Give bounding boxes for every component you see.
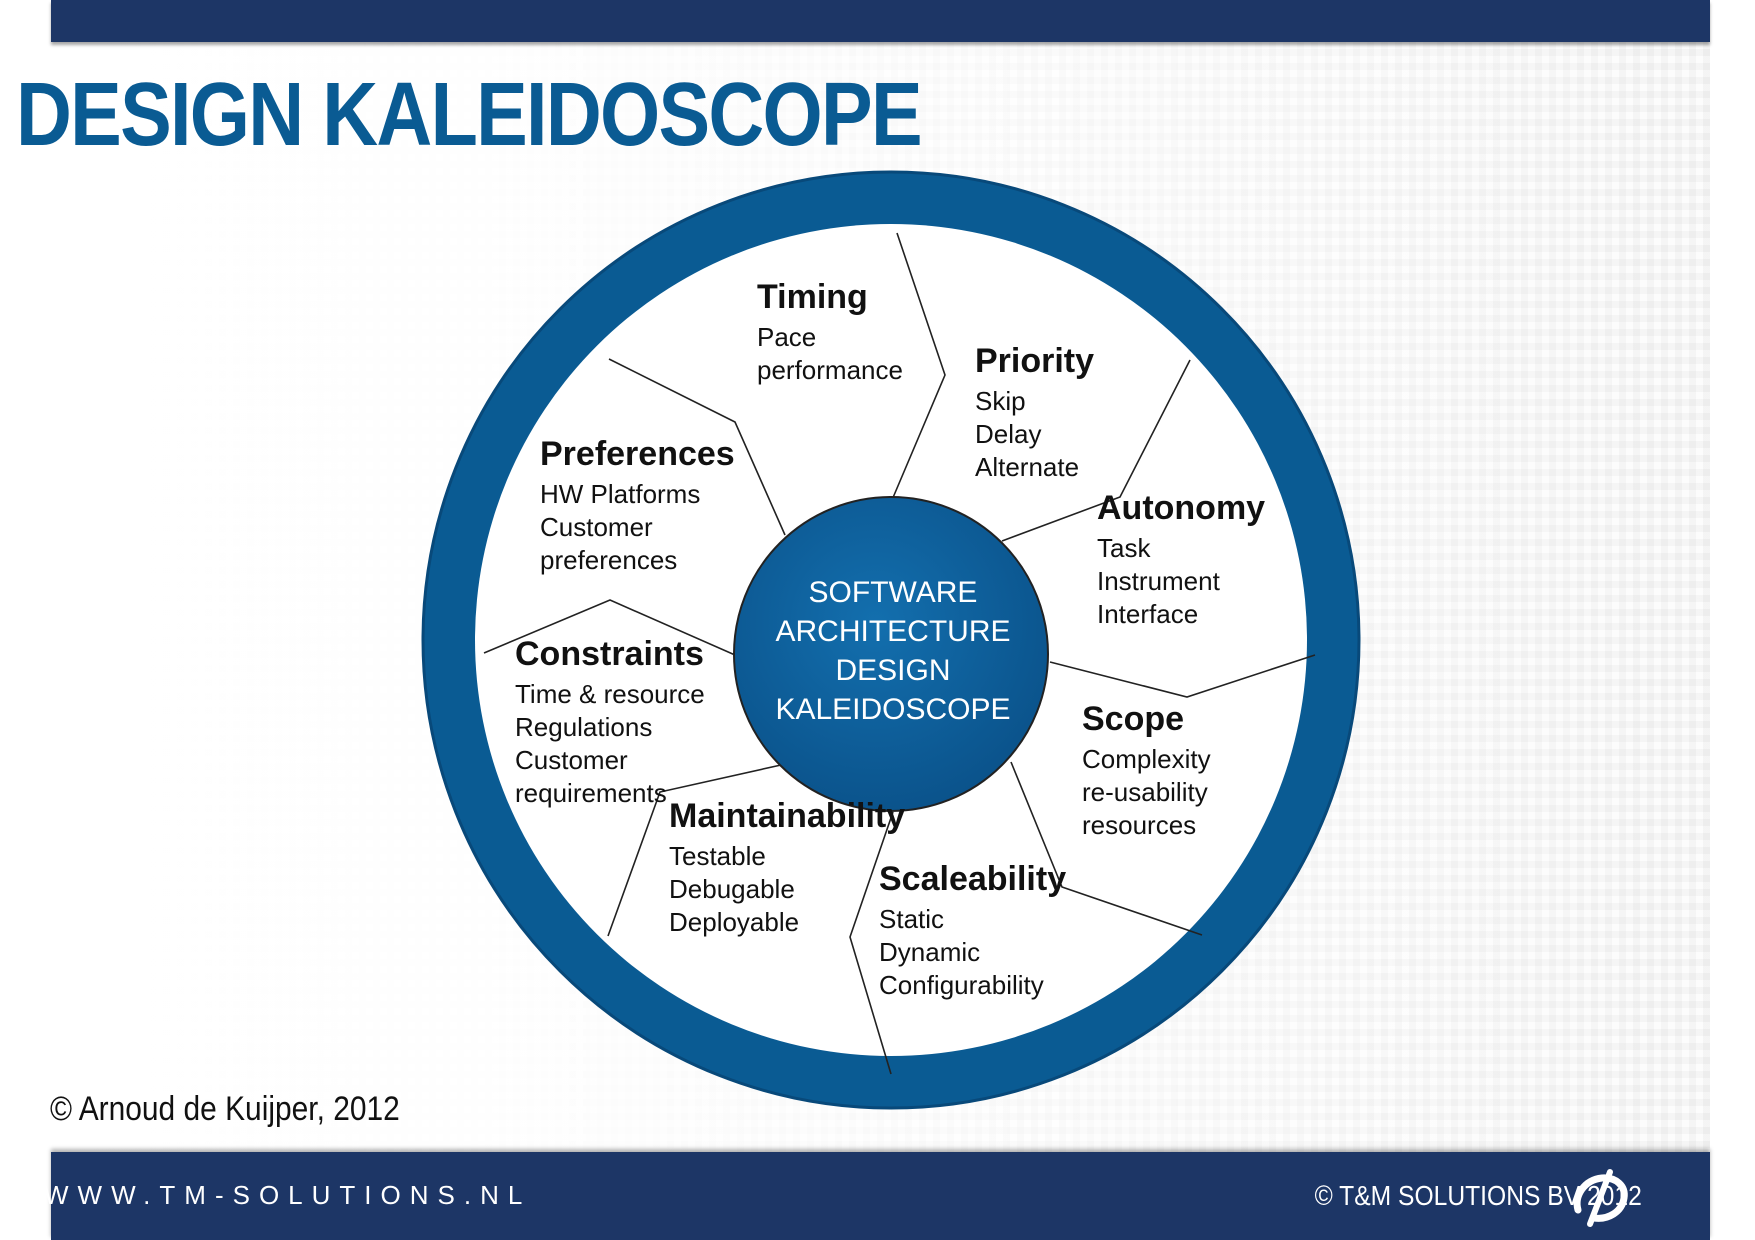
segment-item: re-usability bbox=[1082, 777, 1208, 807]
segment-title: Scaleability bbox=[879, 860, 1066, 898]
segment-item: Configurability bbox=[879, 970, 1044, 1000]
divider-line bbox=[608, 358, 786, 536]
segment-item: Pace bbox=[757, 322, 816, 352]
divider-line bbox=[1010, 761, 1203, 936]
segment-item: Task bbox=[1097, 533, 1151, 563]
segment-item: Complexity bbox=[1082, 744, 1211, 774]
segment-title: Priority bbox=[975, 342, 1094, 380]
segment-item: Customer bbox=[515, 745, 628, 775]
center-circle bbox=[733, 496, 1049, 812]
center-line: KALEIDOSCOPE bbox=[775, 693, 1010, 726]
bottom-bar bbox=[51, 1152, 1710, 1240]
divider-line bbox=[891, 232, 946, 501]
segment-title: Maintainability bbox=[669, 797, 905, 835]
segment-item: HW Platforms bbox=[540, 479, 700, 509]
divider-line bbox=[607, 764, 782, 937]
segment-title: Constraints bbox=[515, 635, 704, 673]
segment-item: Alternate bbox=[975, 452, 1079, 482]
segment-item: preferences bbox=[540, 545, 677, 575]
segment-item: Instrument bbox=[1097, 566, 1221, 596]
center-label: SOFTWARE ARCHITECTURE DESIGN KALEIDOSCOP… bbox=[775, 576, 1010, 726]
segment-title: Autonomy bbox=[1097, 489, 1265, 527]
center-line: ARCHITECTURE bbox=[775, 615, 1010, 648]
center-line: SOFTWARE bbox=[809, 576, 978, 609]
page-title: DESIGN KALEIDOSCOPE bbox=[16, 65, 923, 165]
segment-item: requirements bbox=[515, 778, 667, 808]
segment-preferences: Preferences HW PlatformsCustomerpreferenc… bbox=[540, 435, 735, 575]
segment-item: resources bbox=[1082, 810, 1196, 840]
divider-line bbox=[849, 811, 894, 1075]
segment-item: Time & resource bbox=[515, 679, 705, 709]
segment-item: Skip bbox=[975, 386, 1026, 416]
segment-title: Timing bbox=[757, 278, 868, 316]
segment-item: Customer bbox=[540, 512, 653, 542]
segment-item: Static bbox=[879, 904, 944, 934]
segment-item: Interface bbox=[1097, 599, 1198, 629]
segment-title: Scope bbox=[1082, 700, 1184, 738]
segment-item: Debugable bbox=[669, 874, 795, 904]
divider-line bbox=[1001, 359, 1191, 542]
segment-dividers bbox=[483, 232, 1316, 1075]
segment-title: Preferences bbox=[540, 435, 735, 473]
footer-url[interactable]: WWW.TM-SOLUTIONS.NL bbox=[44, 1180, 532, 1210]
author-credit: © Arnoud de Kuijper, 2012 bbox=[50, 1090, 400, 1128]
segment-item: Dynamic bbox=[879, 937, 980, 967]
segment-item: Testable bbox=[669, 841, 766, 871]
ring-label-skills: SKILLS bbox=[498, 560, 552, 720]
divider-line bbox=[1049, 654, 1316, 698]
center-line: DESIGN bbox=[835, 654, 950, 687]
segment-item: Delay bbox=[975, 419, 1041, 449]
segment-item: Deployable bbox=[669, 907, 799, 937]
top-bar bbox=[51, 0, 1710, 42]
segment-maintainability: MaintainabilityTestableDebugableDeployab… bbox=[669, 797, 905, 937]
tm-solutions-logo-icon bbox=[1573, 1169, 1628, 1227]
divider-line bbox=[483, 599, 736, 656]
segment-item: performance bbox=[757, 355, 903, 385]
segment-item: Regulations bbox=[515, 712, 652, 742]
